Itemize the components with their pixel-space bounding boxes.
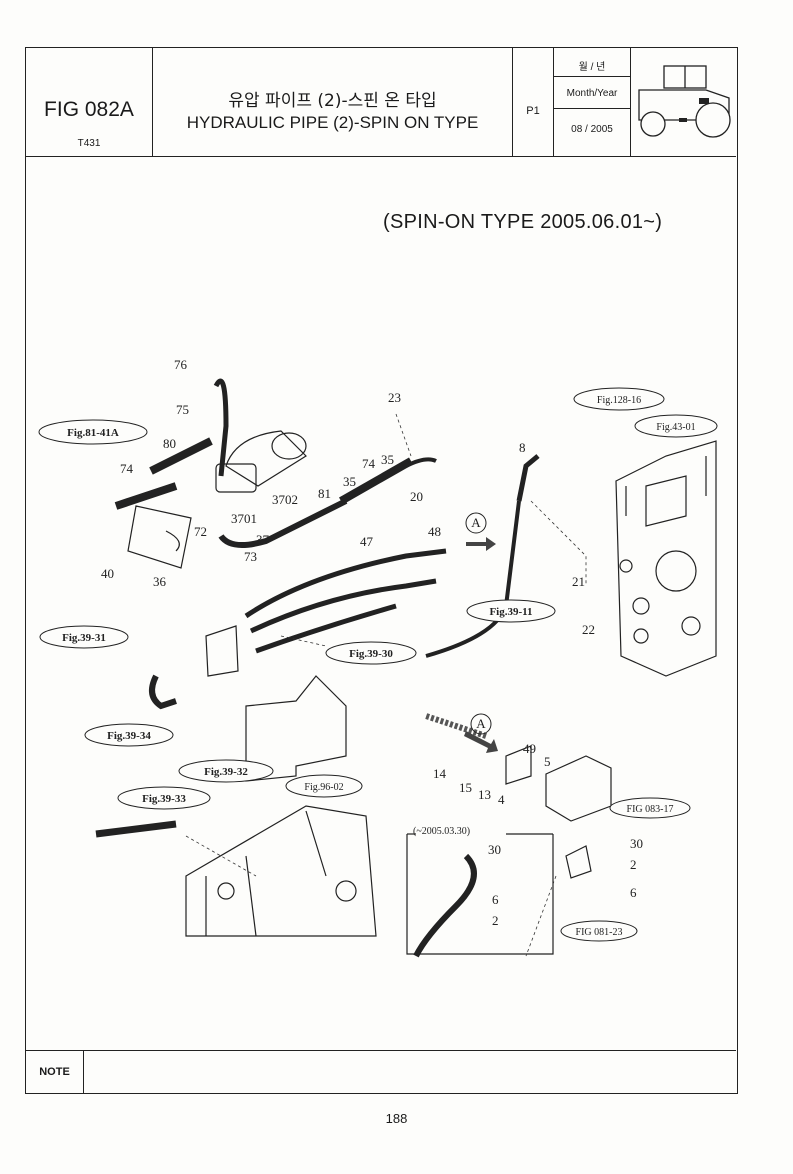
arrow-marker-a-top: A — [465, 512, 496, 551]
engine-block-drawing — [615, 440, 717, 677]
svg-text:Fig.39-11: Fig.39-11 — [489, 606, 532, 618]
part-label: 75 — [176, 402, 189, 417]
title-cell: 유압 파이프 (2)-스핀 온 타입 HYDRAULIC PIPE (2)-SP… — [153, 48, 513, 156]
part-label: 76 — [174, 357, 188, 372]
svg-text:FIG 081-23: FIG 081-23 — [576, 927, 623, 938]
fig-number: FIG 082A — [44, 98, 134, 121]
fig-ref-39-34: Fig.39-34 — [84, 723, 174, 747]
filter-bracket-drawing — [127, 505, 192, 569]
title-english: HYDRAULIC PIPE (2)-SPIN ON TYPE — [186, 113, 479, 132]
page-code: P1 — [526, 105, 540, 117]
header-table: FIG 082A T431 유압 파이프 (2)-스핀 온 타입 HYDRAUL… — [26, 48, 736, 157]
part-label: 6 — [492, 892, 499, 907]
part-label: 2 — [492, 913, 499, 928]
part-label: 13 — [478, 787, 491, 802]
note-label: NOTE — [26, 1051, 84, 1094]
fig-ref-39-11: Fig.39-11 — [466, 599, 556, 623]
fig-ref-96-02: Fig.96-02 — [285, 774, 363, 798]
svg-text:Fig.43-01: Fig.43-01 — [656, 422, 695, 433]
fig-ref-43-01: Fig.43-01 — [634, 414, 718, 438]
inset-box — [406, 833, 554, 958]
fig-ref-083-17: FIG 083-17 — [609, 797, 691, 819]
exploded-view: A A 76 75 80 74 40 36 72 3701 3702 37 73 — [38, 357, 718, 958]
transmission-housing-drawing — [185, 805, 377, 937]
fig-ref-81-41a: Fig.81-41A — [38, 419, 148, 445]
date-divider — [554, 76, 630, 77]
part-label: 20 — [410, 489, 423, 504]
svg-text:Fig.39-33: Fig.39-33 — [142, 793, 186, 805]
hydraulic-pipes-drawing — [114, 378, 540, 658]
part-label: 37 — [256, 532, 270, 547]
part-label: 6 — [630, 885, 637, 900]
tractor-icon — [638, 65, 731, 138]
part-label: 35 — [381, 452, 394, 467]
tractor-icon-cell — [631, 48, 736, 156]
title-korean: 유압 파이프 (2)-스핀 온 타입 — [228, 91, 437, 111]
part-label: 48 — [428, 524, 441, 539]
dashed-leaders — [185, 413, 587, 957]
date-label-english: Month/Year — [566, 88, 618, 99]
note-row: NOTE — [26, 1050, 736, 1094]
part-label: 36 — [153, 574, 167, 589]
part-label: 15 — [459, 780, 472, 795]
date-value: 08 / 2005 — [571, 124, 613, 135]
part-labels: 76 75 80 74 40 36 72 3701 3702 37 73 23 … — [101, 357, 643, 928]
part-label: 47 — [360, 534, 374, 549]
inset-label: (~2005.03.30) — [413, 826, 470, 837]
model-code: T431 — [77, 138, 101, 149]
spin-on-filter-drawing — [215, 430, 307, 493]
svg-text:Fig.128-16: Fig.128-16 — [597, 395, 641, 406]
svg-text:A: A — [471, 515, 481, 530]
fig-ref-128-16: Fig.128-16 — [573, 387, 665, 411]
part-label: 40 — [101, 566, 114, 581]
part-label: 74 — [120, 461, 134, 476]
page-frame: FIG 082A T431 유압 파이프 (2)-스핀 온 타입 HYDRAUL… — [25, 47, 738, 1094]
svg-text:FIG 083-17: FIG 083-17 — [627, 804, 674, 815]
part-label: 74 — [362, 456, 376, 471]
svg-text:Fig.96-02: Fig.96-02 — [304, 782, 343, 793]
fig-ref-081-23: FIG 081-23 — [560, 920, 638, 942]
date-divider — [554, 108, 630, 109]
page-code-cell: P1 — [513, 48, 554, 156]
part-label: 8 — [519, 440, 526, 455]
fig-ref-39-32: Fig.39-32 — [178, 759, 274, 783]
part-label: 5 — [544, 754, 551, 769]
part-label: 23 — [388, 390, 401, 405]
parts-diagram: (SPIN-ON TYPE 2005.06.01~) — [26, 156, 736, 1050]
page-number: 188 — [385, 1111, 408, 1126]
part-label: 3701 — [231, 511, 257, 526]
date-label-korean: 월 / 년 — [578, 62, 606, 73]
part-label: 2 — [630, 857, 637, 872]
part-label: 22 — [582, 622, 595, 637]
part-label: 21 — [572, 574, 585, 589]
fig-number-cell: FIG 082A T431 — [26, 48, 153, 156]
part-label: 73 — [244, 549, 257, 564]
svg-text:Fig.39-30: Fig.39-30 — [349, 648, 393, 660]
svg-text:Fig.39-31: Fig.39-31 — [62, 632, 106, 644]
part-label: 30 — [488, 842, 501, 857]
part-label: 35 — [343, 474, 356, 489]
part-label: 3702 — [272, 492, 298, 507]
part-label: 30 — [630, 836, 643, 851]
part-label: 49 — [523, 741, 536, 756]
fig-ref-39-33: Fig.39-33 — [117, 786, 211, 810]
svg-text:Fig.39-34: Fig.39-34 — [107, 730, 151, 742]
svg-text:A: A — [476, 716, 486, 731]
svg-text:Fig.81-41A: Fig.81-41A — [67, 427, 119, 439]
part-label: 14 — [433, 766, 447, 781]
valve-assembly-drawing — [505, 745, 612, 879]
svg-text:Fig.39-32: Fig.39-32 — [204, 766, 248, 778]
part-label: 80 — [163, 436, 176, 451]
manifold-block-drawing — [149, 625, 239, 710]
spin-on-note: (SPIN-ON TYPE 2005.06.01~) — [383, 211, 663, 233]
date-cell: 월 / 년 Month/Year 08 / 2005 — [554, 48, 631, 156]
arrow-marker-a-bottom: A — [464, 713, 498, 753]
part-label: 72 — [194, 524, 207, 539]
support-bracket-drawing — [245, 675, 347, 782]
part-label: 4 — [498, 792, 505, 807]
part-label: 81 — [318, 486, 331, 501]
fig-ref-39-30: Fig.39-30 — [325, 641, 417, 665]
hose-end-drawing — [95, 820, 177, 838]
fig-ref-39-31: Fig.39-31 — [39, 625, 129, 649]
